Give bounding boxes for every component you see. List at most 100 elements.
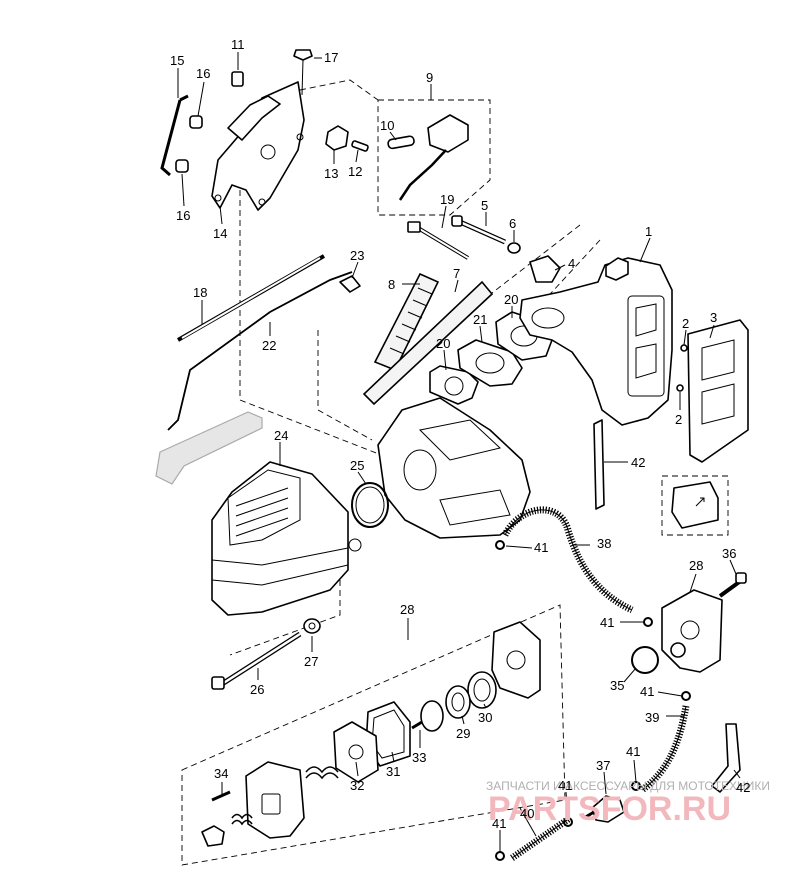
gasket-20-left [429,365,479,405]
leader-32 [355,761,359,777]
callout-25: 25 [350,458,364,473]
leader-37 [603,771,607,795]
carburetor-detail [418,419,511,526]
pump-plate-32-hole [348,744,364,760]
leader-31 [391,751,395,763]
fuel-hose-39-outline [641,705,687,791]
leader-3 [709,324,715,339]
pump-cover-top-hole [506,650,526,670]
air-silencer [211,461,349,616]
assembly-line-3 [317,330,373,441]
leader-19 [441,205,447,229]
o-ring-35 [631,646,659,674]
inset-arrow [695,497,705,507]
parts [155,49,749,861]
intake-manifold [519,257,673,426]
inset-outline [661,475,729,536]
callout-7: 7 [453,266,460,281]
dowel-2a [680,344,688,352]
leader-28b [689,573,697,593]
leader-2a [683,329,687,346]
bolt-5-head [451,215,463,227]
callout-42b: 42 [736,780,750,795]
callout-6: 6 [509,216,516,231]
pump-body-lower [245,761,305,839]
o-ring-25-inner [355,486,385,524]
group-28-outline [181,604,566,866]
leader-41a [505,545,533,549]
bolt-26-head [211,676,225,690]
callout-labels: 1 2 2 3 4 5 6 7 8 9 10 11 12 13 14 15 16… [170,37,750,831]
air-silencer-band [211,547,349,586]
manifold-inner [635,303,657,379]
diaphragm-30-inner [473,678,491,702]
callout-28b: 28 [689,558,703,573]
throttle-cable-inner [181,257,321,339]
bracket-hole [260,144,276,160]
callout-31: 31 [386,764,400,779]
leader-20b [443,349,447,371]
hose-clamp-f [495,851,505,861]
callout-14: 14 [213,226,227,241]
callout-20b: 20 [436,336,450,351]
screw-33 [411,720,423,730]
gasket-plate-3 [687,319,749,463]
screw-36-head [735,572,747,584]
screw-11 [231,71,244,87]
o-ring-25 [351,482,389,528]
link-rod [160,99,182,177]
bracket-arm [227,95,281,141]
gasket-plate-3-holes [701,339,735,425]
pump-plate-32 [333,721,379,783]
callout-1: 1 [645,224,652,239]
inset-pump [671,481,719,529]
diaphragm-30 [467,671,497,709]
callout-34: 34 [214,766,228,781]
leader-41e [565,791,569,819]
hose-clamp-b [643,617,653,627]
callout-10: 10 [380,118,394,133]
leader-16a [197,81,205,117]
valve-29 [445,685,471,719]
fuel-pump-port [670,642,686,658]
callout-32: 32 [350,778,364,793]
callout-19: 19 [440,192,454,207]
spring-13 [325,125,349,151]
callout-41d: 41 [626,744,640,759]
diaphragm-disc [420,700,444,732]
leader-7 [454,279,459,293]
fuel-pump-center [680,620,700,640]
leader-21 [479,325,483,343]
callout-21: 21 [473,312,487,327]
callout-23: 23 [350,248,364,263]
carburetor-bore [403,449,437,491]
fuel-filter-nozzle [583,810,595,820]
manifold-port [627,295,665,397]
callout-2a: 2 [682,316,689,331]
callout-2b: 2 [675,412,682,427]
callout-41f: 41 [492,816,506,831]
callout-36: 36 [722,546,736,561]
callout-41b: 41 [600,615,614,630]
callout-26: 26 [250,682,264,697]
washer-6 [507,242,521,254]
gasket-21-hole [475,352,505,374]
hose-8-spiral [389,287,433,355]
callout-13: 13 [324,166,338,181]
callout-30: 30 [478,710,492,725]
callout-22: 22 [262,338,276,353]
cable-tie-inner [417,227,469,259]
clip-23 [339,275,361,293]
screw-17 [293,49,313,61]
pump-small-spring [231,813,253,826]
callout-17: 17 [324,50,338,65]
fuel-pump [661,589,723,673]
leader-35 [623,667,637,683]
leader-4 [554,264,566,271]
leader-14 [219,205,223,225]
pump-cover-top [491,621,541,699]
leader-41c [657,691,683,697]
leader-1 [639,237,651,263]
callout-5: 5 [481,198,488,213]
leader-16b [181,173,185,207]
